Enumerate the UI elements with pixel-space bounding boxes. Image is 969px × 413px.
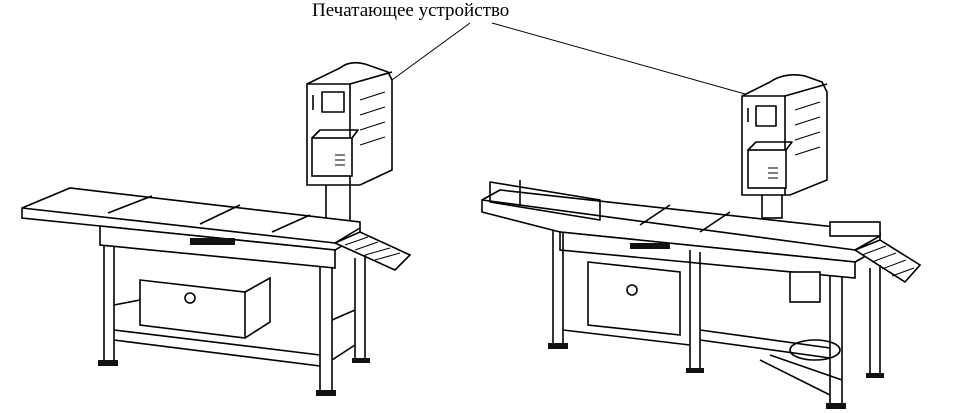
right-checkweigher xyxy=(481,74,922,409)
leader-lines xyxy=(376,22,768,104)
logo-plate xyxy=(190,238,235,245)
left-printer xyxy=(306,61,393,186)
right-printer xyxy=(741,74,828,196)
left-checkweigher xyxy=(21,61,412,396)
printer-caption: Печатающее устройство xyxy=(312,0,510,21)
